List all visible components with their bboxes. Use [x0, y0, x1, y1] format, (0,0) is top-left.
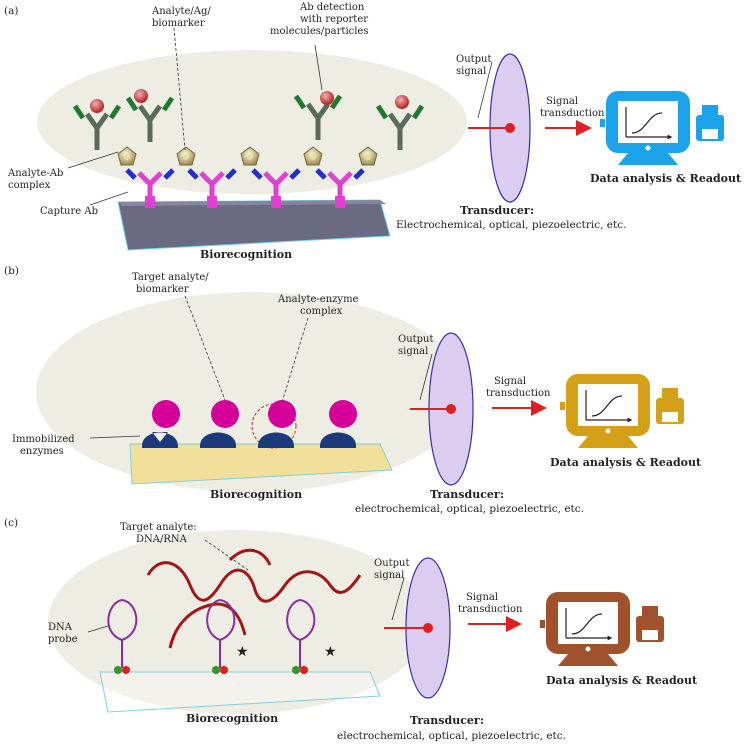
- dna-target-strand: [228, 549, 272, 566]
- label-analyte-line2: biomarker: [152, 18, 205, 29]
- label-detection-line2: with reporter: [300, 14, 368, 25]
- label-dna-target-line1: Target analyte:: [120, 522, 197, 533]
- enzyme-analyte: [251, 400, 297, 449]
- panel-c-signal-dot: [423, 623, 433, 633]
- reporter-particle: [320, 91, 334, 105]
- star-icon: ★: [324, 644, 337, 660]
- panel-c-transducer-text: electrochemical, optical, piezoelectric,…: [337, 730, 566, 742]
- label-probe-line1: DNA: [48, 622, 73, 633]
- panel-b-tag: (b): [4, 265, 19, 277]
- dna-probe: [206, 598, 236, 674]
- panel-a-transduction-line1: Signal: [546, 96, 578, 107]
- label-detection-line3: molecules/particles: [270, 26, 369, 37]
- dna-probe: [107, 598, 138, 674]
- label-dna-target-line2: DNA/RNA: [136, 534, 188, 545]
- panel-c-biorecognition: Biorecognition: [186, 712, 278, 725]
- panel-a-transduction-line2: transduction: [540, 108, 605, 119]
- label-analyte-line1: Analyte/Ag/: [151, 6, 211, 17]
- panel-b-biorecognition: Biorecognition: [210, 488, 302, 501]
- svg-text::: :: [480, 714, 484, 727]
- panel-b-substrate: [129, 443, 393, 485]
- panel-b-output-line1: Output: [398, 334, 434, 345]
- label-detection-line1: Ab detection: [299, 2, 365, 13]
- panel-c-output-line1: Output: [374, 558, 410, 569]
- panel-c-transducer-title: Transducer: [410, 714, 480, 727]
- panel-c-transduction-line1: Signal: [466, 592, 498, 603]
- panel-b-computer-icon: [560, 374, 684, 448]
- panel-a: (a) Analyte/Ag/ biom: [4, 2, 742, 261]
- label-capture-ab: Capture Ab: [40, 206, 98, 217]
- highlight-circle: [251, 403, 297, 449]
- panel-a-computer-icon: [600, 91, 724, 165]
- dna-target-strand: [168, 602, 247, 649]
- dna-target-strand: [146, 561, 362, 603]
- panel-b-transducer-title: Transducer: [430, 488, 500, 501]
- label-immobilized-line1: Immobilized: [12, 434, 75, 445]
- panel-a-sample-cloud: [37, 50, 467, 194]
- panel-c-transduction-line2: transduction: [458, 604, 523, 615]
- panel-b-transduction-line1: Signal: [494, 376, 526, 387]
- panel-a-output-line1: Output: [456, 54, 492, 65]
- panel-a-output-line2: signal: [456, 66, 486, 77]
- panel-b-readout: Data analysis & Readout: [550, 456, 702, 469]
- enzyme-analyte: [200, 400, 239, 448]
- panel-a-signal-dot: [505, 123, 515, 133]
- panel-a-transducer-text: Electrochemical, optical, piezoelectric,…: [396, 219, 626, 231]
- label-complex-line1: Analyte-Ab: [7, 168, 63, 179]
- label-target-line1: Target analyte/: [132, 272, 209, 283]
- label-enzyme-complex-line2: complex: [300, 306, 343, 317]
- svg-text::: :: [500, 488, 504, 501]
- panel-c-tag: (c): [4, 517, 18, 529]
- star-icon: ★: [236, 644, 249, 660]
- panel-c-readout: Data analysis & Readout: [546, 674, 698, 687]
- panel-a-transducer-title: Transducer: [460, 204, 530, 217]
- dna-probe: [286, 598, 316, 674]
- panel-b-transducer-text: electrochemical, optical, piezoelectric,…: [355, 503, 584, 515]
- panel-c-substrate: [99, 671, 381, 713]
- panel-c-sample-cloud: [48, 530, 428, 714]
- enzyme-analyte: [142, 400, 180, 448]
- panel-b: (b) Target analyte/ biomarker Analyte-en…: [4, 265, 702, 515]
- panel-b-signal-dot: [446, 404, 456, 414]
- label-enzyme-complex-line1: Analyte-enzyme: [277, 294, 359, 305]
- label-probe-line2: probe: [48, 634, 78, 645]
- panel-b-output-line2: signal: [398, 346, 428, 357]
- reporter-particle: [395, 95, 409, 109]
- label-immobilized-line2: enzymes: [20, 446, 64, 457]
- reporter-particle: [90, 99, 104, 113]
- label-complex-line2: complex: [8, 180, 51, 191]
- reporter-particle: [134, 89, 148, 103]
- panel-c-computer-icon: [540, 592, 664, 666]
- svg-text::: :: [530, 204, 534, 217]
- panel-a-tag: (a): [4, 5, 18, 17]
- panel-a-substrate: [117, 199, 391, 251]
- panel-c-output-line2: signal: [374, 570, 404, 581]
- enzyme-analyte: [320, 400, 357, 448]
- panel-c: (c) ★ ★ Target analyte: DNA/RNA DNA prob…: [4, 517, 698, 742]
- panel-a-readout: Data analysis & Readout: [590, 172, 742, 185]
- panel-b-transduction-line2: transduction: [486, 388, 551, 399]
- panel-a-biorecognition: Biorecognition: [200, 248, 292, 261]
- label-target-line2: biomarker: [136, 284, 189, 295]
